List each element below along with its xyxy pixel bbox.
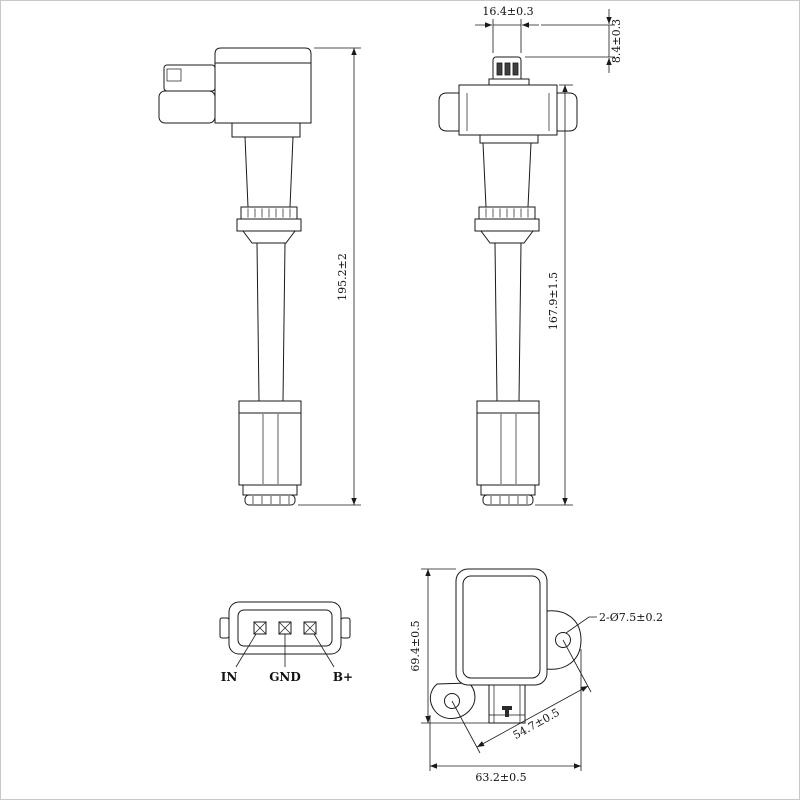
boot-bore-lines [262, 414, 279, 484]
coil-side-view [158, 47, 312, 506]
hole-leader-line [565, 616, 597, 634]
terminal-in [253, 621, 267, 635]
connector-pin-3 [512, 62, 519, 76]
dim-connector-height: 8.4±0.3 [525, 9, 623, 73]
side-tab-detail [166, 68, 182, 82]
side-tab-lower [158, 90, 216, 124]
cap-ribs-front [490, 496, 528, 504]
boot-body-front [476, 412, 540, 486]
pin-label-gnd: GND [269, 670, 301, 684]
head-top-view [429, 568, 582, 724]
callout-mount-holes: 2-Ø7.5±0.2 [565, 611, 663, 634]
head-top-inner [462, 575, 541, 679]
collar-taper [242, 230, 296, 244]
connector-pin-2 [504, 62, 511, 76]
dim-ext-lines [429, 649, 582, 771]
boot-bore-lines-front [500, 414, 517, 484]
collar-ribs [247, 208, 291, 218]
connector-stub [488, 684, 526, 724]
cap-ribs [252, 496, 290, 504]
head-ear-left [438, 92, 460, 132]
dim-overall-height-side: 195.2±2 [298, 47, 361, 506]
pin-label-bplus: B+ [333, 670, 353, 684]
coil-front-view [438, 56, 578, 506]
dim-text-head-height: 69.4±0.5 [409, 620, 422, 671]
dim-text-overall-height-front: 167.9±1.5 [547, 272, 560, 330]
stub-clip-tail [505, 710, 509, 717]
pin-label-in: IN [221, 670, 238, 684]
shaft [256, 242, 286, 402]
collar-ring [236, 218, 302, 232]
head-body [214, 62, 312, 124]
dim-line [476, 685, 589, 748]
connector-pin-1 [496, 62, 503, 76]
head-flange [231, 122, 301, 138]
dim-text-mount-holes: 2-Ø7.5±0.2 [599, 611, 663, 624]
stub-clip [502, 706, 512, 710]
collar-ribs-front [485, 208, 529, 218]
dim-text-connector-width: 16.4±0.3 [482, 5, 533, 18]
connector-face-view: IN GND B+ [219, 601, 353, 684]
boot-body [238, 412, 302, 486]
dim-head-height: 69.4±0.5 [409, 568, 489, 724]
cap-bottom [244, 494, 296, 506]
boot-ring [238, 400, 302, 414]
dim-text-overall-height-side: 195.2±2 [336, 253, 349, 301]
dim-ext-lines [525, 24, 615, 58]
cap-band-front [480, 484, 536, 496]
cap-band [242, 484, 298, 496]
neck-front [482, 142, 532, 208]
head-cap [214, 47, 312, 64]
pin-leader-lines [235, 633, 335, 668]
dim-head-width: 63.2±0.5 [429, 649, 582, 784]
shaft-front [494, 242, 522, 402]
head-flange-front [479, 134, 539, 144]
boot-ring-front [476, 400, 540, 414]
dim-text-head-width: 63.2±0.5 [475, 771, 526, 784]
neck [244, 136, 294, 208]
dim-ext-lines [492, 19, 522, 53]
dim-connector-width: 16.4±0.3 [475, 5, 539, 53]
cap-bottom-front [482, 494, 534, 506]
face-tab-right [340, 617, 351, 639]
head-boss-lines [466, 93, 550, 131]
head-body-front [458, 84, 558, 136]
head-ear-right [556, 92, 578, 132]
dim-ext-lines [451, 639, 592, 754]
face-tab-left [219, 617, 230, 639]
collar-ring-front [474, 218, 540, 232]
dim-overall-height-front: 167.9±1.5 [535, 84, 573, 506]
collar-taper-front [480, 230, 534, 244]
dim-text-connector-height: 8.4±0.3 [610, 19, 623, 63]
terminal-bplus [303, 621, 317, 635]
